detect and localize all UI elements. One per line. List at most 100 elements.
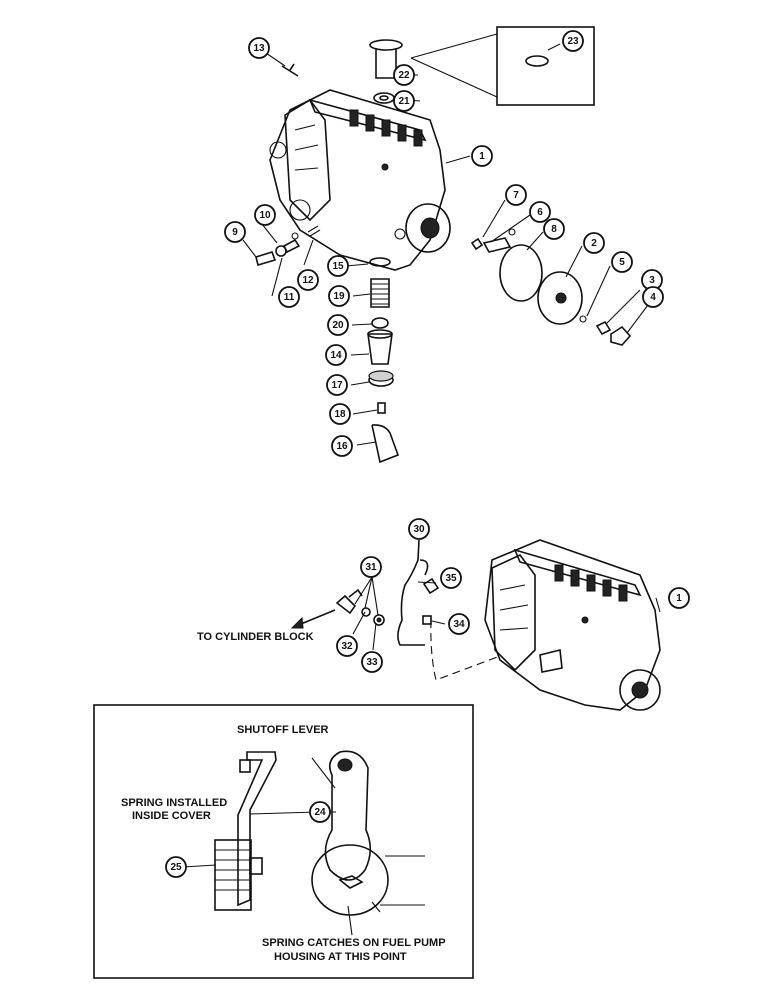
callout-2: 2 — [583, 232, 605, 254]
callout-number: 7 — [513, 190, 519, 201]
callout-circle — [393, 64, 415, 86]
callout-13: 13 — [248, 37, 270, 59]
callout-number: 10 — [259, 210, 271, 221]
callout-number: 30 — [413, 524, 425, 535]
callout-31: 31 — [360, 556, 382, 578]
fuel-return-tube — [397, 539, 501, 681]
callout-number: 9 — [232, 227, 238, 238]
callout-circle — [562, 30, 584, 52]
injection-pump-middle — [484, 539, 661, 711]
label-shutoff-lever: SHUTOFF LEVER — [237, 724, 329, 736]
callout-circle — [329, 403, 351, 425]
callout-circle — [309, 801, 331, 823]
injection-pump-top — [269, 89, 451, 271]
callout-number: 15 — [332, 261, 344, 272]
banjo-fitting-parts — [255, 225, 321, 267]
shutoff-lever-detail — [214, 750, 425, 916]
callout-circle — [328, 285, 350, 307]
callout-4: 4 — [642, 286, 664, 308]
callout-7: 7 — [505, 184, 527, 206]
callout-circle — [248, 37, 270, 59]
callout-18: 18 — [329, 403, 351, 425]
callout-circle — [165, 856, 187, 878]
callout-number: 4 — [650, 292, 656, 303]
leader-lines — [182, 43, 661, 936]
callout-8: 8 — [543, 218, 565, 240]
callout-circle — [278, 286, 300, 308]
callout-number: 23 — [567, 36, 579, 47]
callout-circle — [408, 518, 430, 540]
callout-number: 11 — [284, 292, 295, 303]
callout-1: 1 — [471, 145, 493, 167]
callout-number: 12 — [302, 275, 314, 286]
shutoff-lever-inset-frame — [93, 704, 474, 979]
callout-circle — [327, 255, 349, 277]
callout-16: 16 — [331, 435, 353, 457]
callout-circle — [440, 567, 462, 589]
callout-1: 1 — [668, 587, 690, 609]
callout-24: 24 — [309, 801, 331, 823]
callout-circle — [642, 286, 664, 308]
callout-number: 17 — [331, 380, 343, 391]
callout-circle — [668, 587, 690, 609]
callout-number: 19 — [333, 291, 345, 302]
callout-circle — [505, 184, 527, 206]
callout-14: 14 — [325, 344, 347, 366]
callout-number: 32 — [341, 641, 353, 652]
callout-6: 6 — [529, 201, 551, 223]
callout-circle — [393, 90, 415, 112]
label-spring-installed-1: SPRING INSTALLED — [121, 797, 227, 809]
callout-circle — [297, 269, 319, 291]
callout-group: 1322212317682534109121115192014171816303… — [165, 30, 690, 878]
screw-13 — [281, 63, 299, 77]
callout-15: 15 — [327, 255, 349, 277]
label-spring-catches-2: HOUSING AT THIS POINT — [274, 951, 407, 963]
front-cover-parts — [470, 228, 632, 346]
callout-circle — [325, 344, 347, 366]
callout-number: 1 — [479, 151, 485, 162]
callout-number: 3 — [649, 275, 655, 286]
callout-number: 8 — [551, 224, 557, 235]
callout-number: 21 — [398, 96, 410, 107]
callout-35: 35 — [440, 567, 462, 589]
callout-32: 32 — [336, 635, 358, 657]
callout-20: 20 — [327, 314, 349, 336]
callout-number: 6 — [537, 207, 543, 218]
callout-circle — [471, 145, 493, 167]
label-to-cylinder-block: TO CYLINDER BLOCK — [197, 631, 314, 643]
callout-number: 24 — [314, 807, 326, 818]
inset-box-seal — [410, 26, 595, 106]
callout-number: 31 — [365, 562, 377, 573]
callout-circle — [331, 435, 353, 457]
callout-number: 22 — [398, 70, 410, 81]
callout-number: 2 — [591, 238, 597, 249]
callout-circle — [543, 218, 565, 240]
delivery-valve-stack — [367, 257, 400, 464]
callout-34: 34 — [448, 613, 470, 635]
callout-25: 25 — [165, 856, 187, 878]
callout-9: 9 — [224, 221, 246, 243]
callout-17: 17 — [326, 374, 348, 396]
label-spring-installed-2: INSIDE COVER — [132, 810, 211, 822]
callout-30: 30 — [408, 518, 430, 540]
elbow-fittings — [290, 588, 385, 629]
callout-10: 10 — [254, 204, 276, 226]
callout-circle — [254, 204, 276, 226]
callout-21: 21 — [393, 90, 415, 112]
callout-number: 25 — [170, 862, 182, 873]
callout-19: 19 — [328, 285, 350, 307]
callout-number: 14 — [330, 350, 342, 361]
callout-circle — [360, 556, 382, 578]
callout-number: 35 — [445, 573, 457, 584]
callout-number: 20 — [332, 320, 344, 331]
callout-22: 22 — [393, 64, 415, 86]
callout-33: 33 — [361, 651, 383, 673]
callout-circle — [361, 651, 383, 673]
callout-circle — [336, 635, 358, 657]
callout-circle — [327, 314, 349, 336]
callout-23: 23 — [562, 30, 584, 52]
callout-number: 1 — [676, 593, 682, 604]
label-spring-catches-1: SPRING CATCHES ON FUEL PUMP — [262, 937, 446, 949]
